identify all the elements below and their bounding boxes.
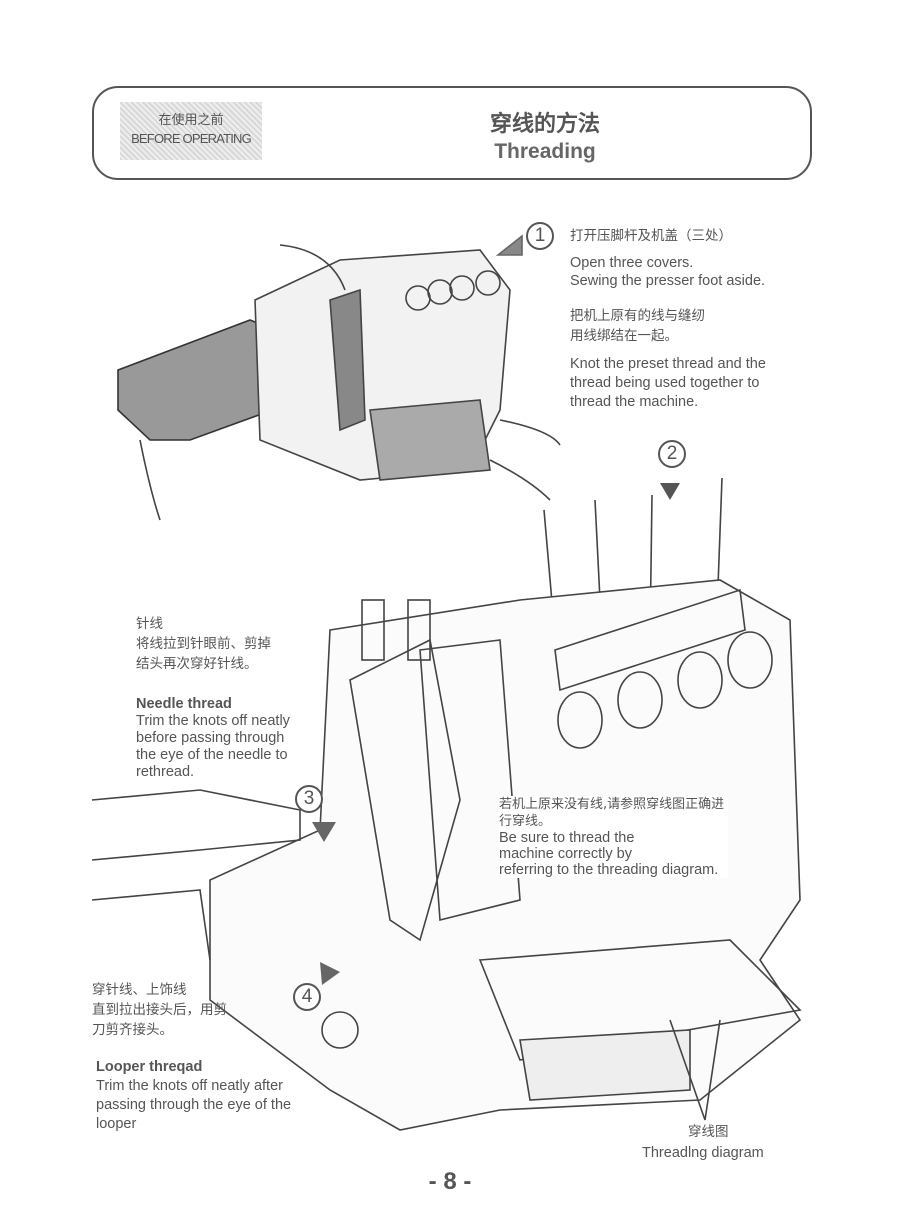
step-4-marker: 4 [293, 983, 321, 1011]
header-frame [92, 86, 812, 180]
step1-en2-3: thread the machine. [570, 394, 699, 410]
step1-en2-1: Knot the preset thread and the [570, 356, 766, 372]
needle-cn-title: 针线 [136, 616, 163, 632]
section-tag-cn: 在使用之前 [158, 112, 224, 127]
looper-en-1: Trim the knots off neatly after [96, 1078, 283, 1094]
step1-en-2: Sewing the presser foot aside. [570, 273, 766, 289]
looper-title: Looper threqad [96, 1059, 203, 1075]
machine-covers-open-illustration [117, 234, 561, 521]
note-cn-1: 若机上原来没有线,请参照穿线图正确进 [499, 797, 725, 812]
looper-thread-text: 穿针线、上饰线 直到拉出接头后，用剪 刀剪齐接头。 Looper threqad… [92, 980, 291, 1134]
step1-cn2-1: 把机上原有的线与缝纫 [570, 308, 705, 324]
note-en-3: referring to the threading diagram. [499, 862, 719, 878]
needle-en-3: the eye of the needle to [136, 747, 288, 763]
looper-cn-3: 刀剪齐接头。 [92, 1022, 173, 1038]
page-title-en: Threading [494, 140, 596, 163]
needle-thread-text: 针线 将线拉到针眼前、剪掉 结头再次穿好针线。 Needle thread Tr… [136, 614, 290, 781]
threading-note: 若机上原来没有线,请参照穿线图正确进 行穿线。 Be sure to threa… [499, 796, 729, 878]
needle-en-4: rethread. [136, 764, 195, 780]
needle-cn-1: 将线拉到针眼前、剪掉 [136, 636, 271, 652]
step-2-marker: 2 [658, 440, 686, 468]
needle-cn-2: 结头再次穿好针线。 [136, 656, 258, 672]
diagram-label-en: Threadlng diagram [642, 1145, 764, 1161]
looper-en-2: passing through the eye of the [96, 1097, 292, 1113]
diagram-label-cn: 穿线图 [688, 1124, 729, 1140]
page-title-cn: 穿线的方法 [489, 111, 600, 136]
needle-title: Needle thread [136, 696, 232, 712]
note-en-2: machine correctly by [499, 846, 632, 862]
note-cn-2: 行穿线。 [499, 814, 552, 829]
looper-cn-2: 直到拉出接头后，用剪 [92, 1002, 227, 1018]
page-number: - 8 - [428, 1168, 472, 1195]
step-1-marker: 1 [526, 222, 554, 250]
section-tag: 在使用之前 BEFORE OPERATING [120, 102, 262, 160]
step1-text: 打开压脚杆及机盖（三处） Open three covers. Sewing t… [570, 226, 766, 412]
needle-en-2: before passing through [136, 730, 285, 746]
section-tag-en: BEFORE OPERATING [131, 131, 252, 146]
note-en-1: Be sure to thread the [499, 830, 635, 846]
step1-cn2-2: 用线绑结在一起。 [570, 328, 678, 344]
step1-en-1: Open three covers. [570, 255, 694, 271]
looper-cn-1: 穿针线、上饰线 [92, 982, 187, 998]
looper-en-3: looper [96, 1116, 137, 1132]
needle-en-1: Trim the knots off neatly [136, 713, 290, 729]
step1-en2-2: thread being used together to [570, 375, 760, 391]
step-3-marker: 3 [295, 785, 323, 813]
step1-cn: 打开压脚杆及机盖（三处） [570, 228, 732, 244]
